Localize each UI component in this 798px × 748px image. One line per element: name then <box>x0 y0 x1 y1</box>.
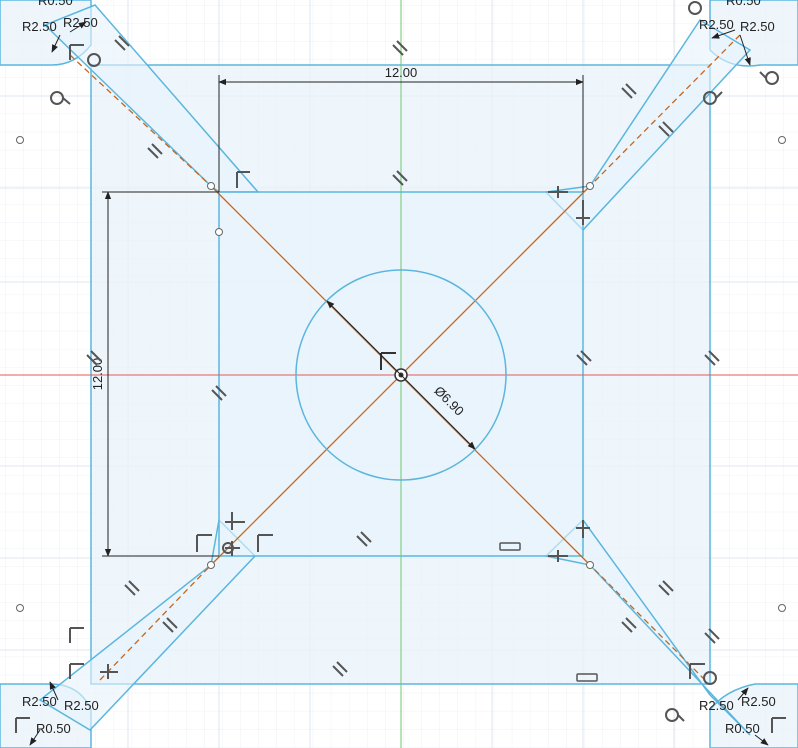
fillet-labels-bottom-left[interactable]: R2.50 R2.50 R0.50 <box>22 694 99 736</box>
fillet-labels-top-right[interactable]: R0.50 R2.50 R2.50 <box>699 0 775 34</box>
fillet-label[interactable]: R2.50 <box>741 694 776 709</box>
fillet-label[interactable]: R0.50 <box>726 0 761 8</box>
fillet-label[interactable]: R2.50 <box>64 698 99 713</box>
fillet-label[interactable]: R2.50 <box>699 698 734 713</box>
fillet-label[interactable]: R2.50 <box>22 19 57 34</box>
parallel-constraint-icon[interactable] <box>86 35 720 677</box>
diameter-dimension[interactable] <box>326 300 476 450</box>
center-circle[interactable] <box>295 269 507 481</box>
sketch-points[interactable] <box>16 136 786 612</box>
fillet-label[interactable]: R2.50 <box>22 694 57 709</box>
fillet-label[interactable]: R2.50 <box>699 17 734 32</box>
coincident-constraint-icon[interactable] <box>50 1 779 722</box>
fillet-label[interactable]: R2.50 <box>740 19 775 34</box>
fillet-labels-bottom-right[interactable]: R2.50 R2.50 R0.50 <box>699 694 776 736</box>
horizontal-constraint-icon[interactable] <box>499 542 598 682</box>
fillet-label[interactable]: R0.50 <box>36 721 71 736</box>
fillet-label[interactable]: R0.50 <box>725 721 760 736</box>
fillet-label[interactable]: R0.50 <box>38 0 73 8</box>
width-dimension[interactable] <box>218 75 584 192</box>
perpendicular-constraint-icon[interactable] <box>15 44 786 733</box>
width-dimension-label[interactable]: 12.00 <box>385 65 418 80</box>
fillet-label[interactable]: R2.50 <box>63 15 98 30</box>
height-dimension[interactable] <box>102 191 219 557</box>
fillet-leaders <box>29 21 769 746</box>
height-dimension-label[interactable]: 12.00 <box>90 358 105 391</box>
